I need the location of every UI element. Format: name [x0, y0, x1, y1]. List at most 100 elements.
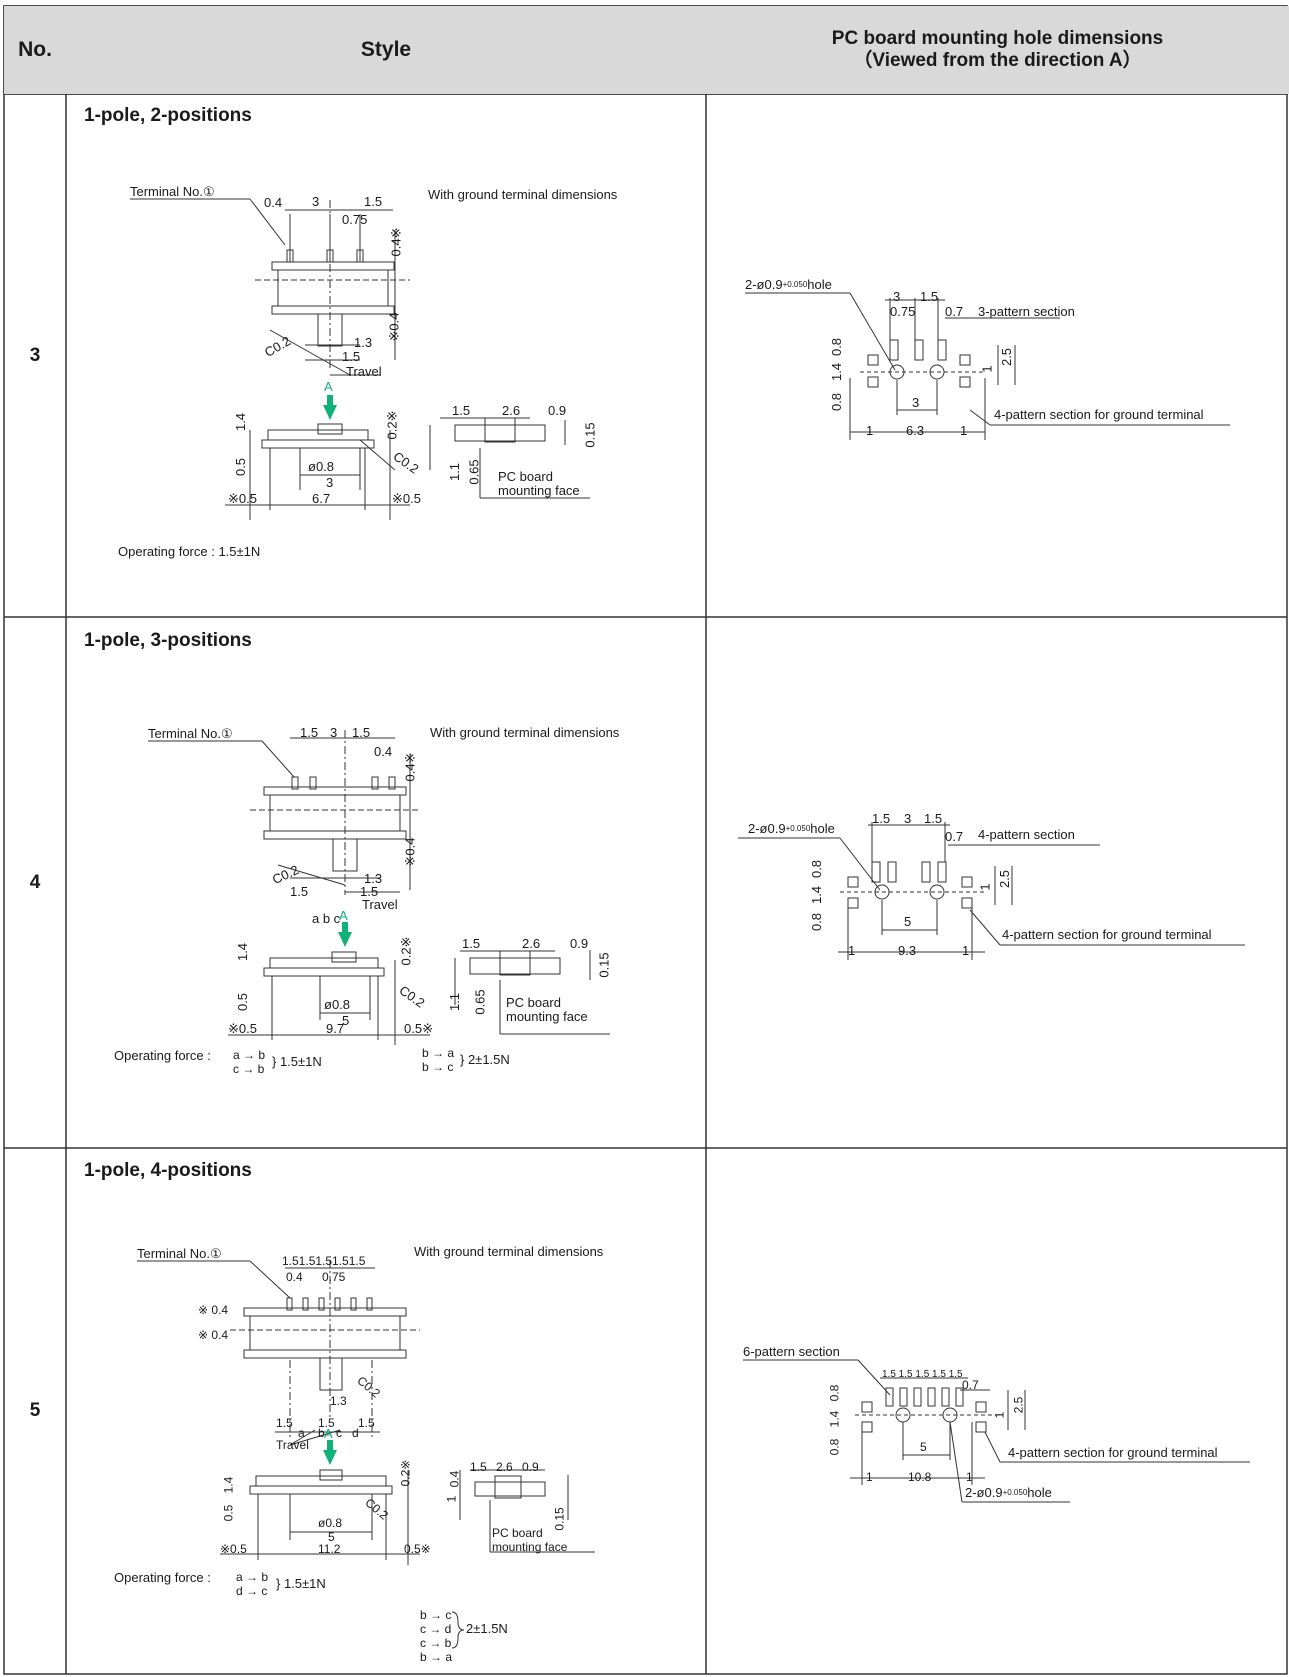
- dim-label: 1.5: [360, 884, 379, 899]
- dim-label: 2.6: [522, 936, 541, 951]
- header-pcb-line1: PC board mounting hole dimensions: [831, 28, 1164, 49]
- operating-force-label: Operating force :: [114, 1570, 211, 1585]
- row-title: 1-pole, 3-positions: [84, 630, 252, 651]
- dim-label: 1.5: [872, 811, 891, 826]
- hole-spec: 2-ø0.9+0.050hole: [748, 822, 835, 836]
- hole-suffix: hole: [807, 277, 832, 292]
- dim-label: ※0.5: [228, 491, 257, 506]
- dim-label: 3: [904, 811, 912, 826]
- dim-label: 3: [893, 289, 901, 304]
- travel-label: Travel: [362, 897, 398, 912]
- dim-label: 10.8: [908, 1470, 932, 1484]
- mount-face-label: PC board: [498, 469, 553, 484]
- force-b-line: c → b: [420, 1636, 452, 1650]
- dim-label: 1.5: [276, 1416, 293, 1430]
- position-label: b: [318, 1426, 325, 1440]
- dim-label: 1.5: [924, 811, 943, 826]
- force-a-line: d → c: [236, 1584, 268, 1598]
- dim-label: ø0.8: [308, 459, 335, 474]
- dim-label: 1: [966, 1470, 973, 1484]
- dim-label: 0.5※: [404, 1021, 433, 1036]
- direction-a-label: A: [324, 379, 333, 394]
- dim-label: 0.4: [374, 744, 393, 759]
- dim-label: 6.7: [312, 491, 331, 506]
- dim-label: 1.5: [318, 1416, 335, 1430]
- dim-label: ※ 0.4: [198, 1303, 229, 1317]
- header-style: Style: [66, 6, 706, 94]
- dim-label: 5: [342, 1013, 350, 1028]
- dim-label: 1.5: [300, 725, 319, 740]
- hole-tolerance: +0.05: [785, 824, 806, 833]
- dim-label: 1.5 1.5 1.5 1.5 1.5: [882, 1369, 963, 1380]
- dim-label: 3: [330, 725, 338, 740]
- dim-label: 1.5: [290, 884, 309, 899]
- dim-label: ø0.8: [324, 997, 351, 1012]
- dim-label: 0.7: [945, 304, 964, 319]
- dim-label: 9.3: [898, 943, 917, 958]
- ground-pattern-label: 4-pattern section for ground terminal: [1002, 927, 1212, 942]
- dim-label: 1.51.51.51.51.5: [282, 1254, 366, 1268]
- hole-spec-text: 2-ø0.9: [745, 277, 783, 292]
- force-a-line: a → b: [233, 1048, 266, 1062]
- mount-face-label: mounting face: [492, 1540, 568, 1554]
- dim-label: 0.75: [342, 212, 368, 227]
- hole-tolerance: 0: [805, 824, 811, 833]
- dim-label: 3: [326, 475, 334, 490]
- ground-note: With ground terminal dimensions: [430, 725, 620, 740]
- hole-spec-text: 2-ø0.9: [965, 1485, 1003, 1500]
- dim-label: 11.2: [318, 1542, 341, 1556]
- travel-label: Travel: [346, 364, 382, 379]
- operating-force: Operating force : 1.5±1N: [118, 544, 261, 559]
- force-b-line: b → a: [422, 1046, 455, 1060]
- dim-label: 0.9: [548, 403, 567, 418]
- dim-label: ※ 0.4: [198, 1328, 229, 1342]
- mount-face-label: mounting face: [498, 483, 580, 498]
- hole-suffix: hole: [1027, 1485, 1052, 1500]
- position-label: c: [336, 1426, 342, 1440]
- dim-label: 0.5※: [404, 1542, 431, 1556]
- hole-spec-text: 2-ø0.9: [748, 821, 786, 836]
- dim-label: 0.9: [522, 1460, 539, 1474]
- mount-face-label: PC board: [492, 1526, 543, 1540]
- dim-label: ※0.5: [392, 491, 421, 506]
- dim-label: 1.5: [470, 1460, 487, 1474]
- hole-spec: 2-ø0.9+0.050hole: [745, 278, 832, 292]
- ground-pattern-label: 4-pattern section for ground terminal: [1008, 1445, 1218, 1460]
- dim-label: 1.5: [342, 349, 361, 364]
- pattern-label: 6-pattern section: [743, 1344, 840, 1359]
- row-title: 1-pole, 4-positions: [84, 1160, 252, 1181]
- dim-label: 1: [992, 1411, 1007, 1419]
- dim-label: 1.5: [352, 725, 371, 740]
- hole-tolerance: +0.05: [1002, 1488, 1023, 1497]
- dim-label: 0.4: [264, 195, 283, 210]
- dim-label: 9.7: [326, 1021, 345, 1036]
- dim-label: 1.3: [330, 1394, 347, 1408]
- terminal-label: Terminal No.①: [130, 184, 215, 199]
- force-b-value: 2±1.5N: [466, 1621, 508, 1636]
- dim-label: 0.7: [945, 829, 964, 844]
- row-title: 1-pole, 2-positions: [84, 105, 252, 126]
- dim-label: 1: [962, 943, 970, 958]
- dim-label: 1.5: [462, 936, 481, 951]
- dim-label: 0.4: [286, 1270, 303, 1284]
- dim-label: 2.6: [496, 1460, 513, 1474]
- pattern-label: 3-pattern section: [978, 304, 1075, 319]
- force-a-value: } 1.5±1N: [276, 1576, 326, 1591]
- position-label: a: [298, 1426, 305, 1440]
- dim-label: 1: [866, 1470, 873, 1484]
- dim-label: 0.9: [570, 936, 589, 951]
- positions-label: a b c: [312, 911, 341, 926]
- terminal-label: Terminal No.①: [148, 726, 233, 741]
- row-number: 3: [29, 344, 41, 366]
- dim-label: 0.8: [827, 1438, 842, 1456]
- dim-label: ※0.5: [220, 1542, 247, 1556]
- dim-label: 1.5: [358, 1416, 375, 1430]
- force-b-line: b → c: [422, 1060, 454, 1074]
- dim-label: 5: [328, 1530, 335, 1544]
- dim-label: 1: [866, 423, 874, 438]
- dim-label: 1.4: [827, 1410, 842, 1428]
